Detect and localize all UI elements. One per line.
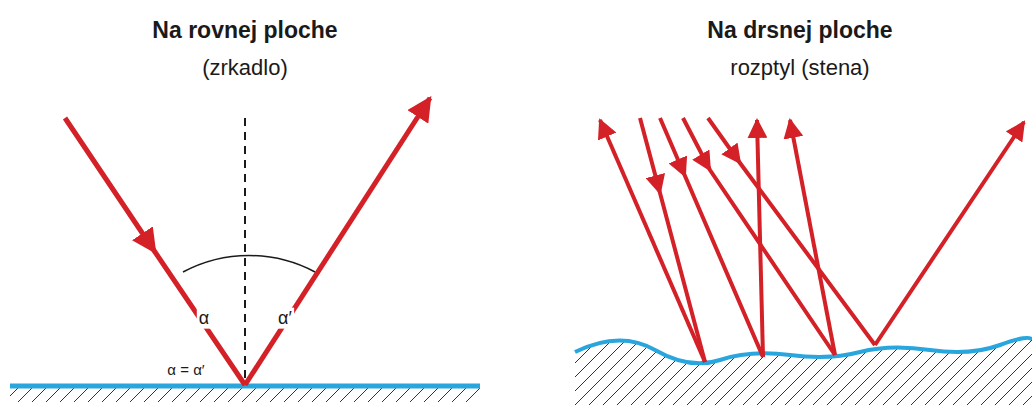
reflected-ray [790, 120, 835, 355]
surface-hatching [575, 338, 1032, 405]
incident-ray [660, 118, 763, 357]
incident-ray [65, 118, 245, 385]
incident-ray [640, 118, 705, 362]
normal-line [244, 118, 246, 384]
subheading: rozptyl (stena) [730, 55, 869, 80]
heading: Na drsnej ploche [707, 17, 892, 43]
reflected-ray [875, 122, 1024, 345]
reflected-ray [245, 98, 430, 385]
rough-surface [575, 338, 1032, 363]
subheading: (zrkadlo) [202, 55, 288, 80]
incident-ray [708, 118, 875, 345]
reflected-ray [600, 120, 705, 362]
reflected-ray [757, 120, 763, 357]
angle-label: α [197, 308, 211, 329]
angle-label: α′ [276, 308, 294, 329]
angle-equation: α = α′ [165, 361, 206, 378]
angle-arc [183, 255, 315, 272]
surface-hatching [10, 388, 480, 402]
heading: Na rovnej ploche [152, 17, 337, 43]
